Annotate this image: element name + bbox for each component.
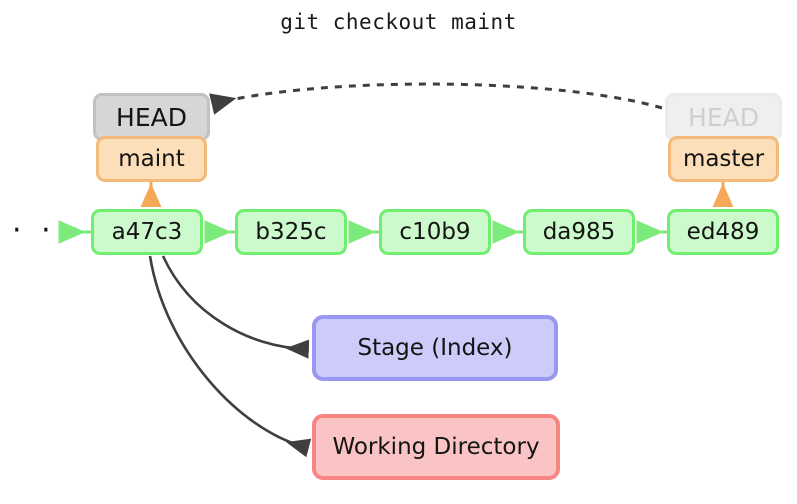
commit-node-c10b9[interactable]: c10b9	[379, 209, 491, 255]
commit-id: c10b9	[399, 219, 471, 245]
head-pointer-faded: HEAD	[665, 93, 782, 141]
edge-a47c3-to-stage	[161, 255, 310, 359]
head-pointer-active[interactable]: HEAD	[93, 93, 210, 141]
branch-label-master[interactable]: master	[668, 136, 779, 182]
commit-node-a47c3[interactable]: a47c3	[91, 209, 203, 255]
commit-id: da985	[542, 219, 616, 245]
stage-index-label: Stage (Index)	[357, 335, 513, 361]
commit-node-ed489[interactable]: ed489	[667, 209, 779, 255]
commit-id: b325c	[255, 219, 327, 245]
commit-id: a47c3	[111, 219, 183, 245]
edge-a47c3-to-working	[148, 255, 312, 458]
page-title: git checkout maint	[280, 10, 517, 34]
stage-index-box[interactable]: Stage (Index)	[312, 315, 558, 381]
commit-node-da985[interactable]: da985	[523, 209, 635, 255]
edge-head-move	[209, 82, 663, 115]
working-directory-box[interactable]: Working Directory	[312, 414, 560, 480]
branch-label-maint[interactable]: maint	[96, 136, 207, 182]
head-label-faded: HEAD	[688, 102, 759, 132]
branch-name: maint	[118, 146, 185, 172]
commit-id: ed489	[686, 219, 760, 245]
branch-name: master	[682, 146, 765, 172]
working-directory-label: Working Directory	[332, 434, 540, 460]
history-ellipsis: · · ·	[12, 213, 85, 248]
commit-node-b325c[interactable]: b325c	[235, 209, 347, 255]
head-label: HEAD	[116, 102, 187, 132]
